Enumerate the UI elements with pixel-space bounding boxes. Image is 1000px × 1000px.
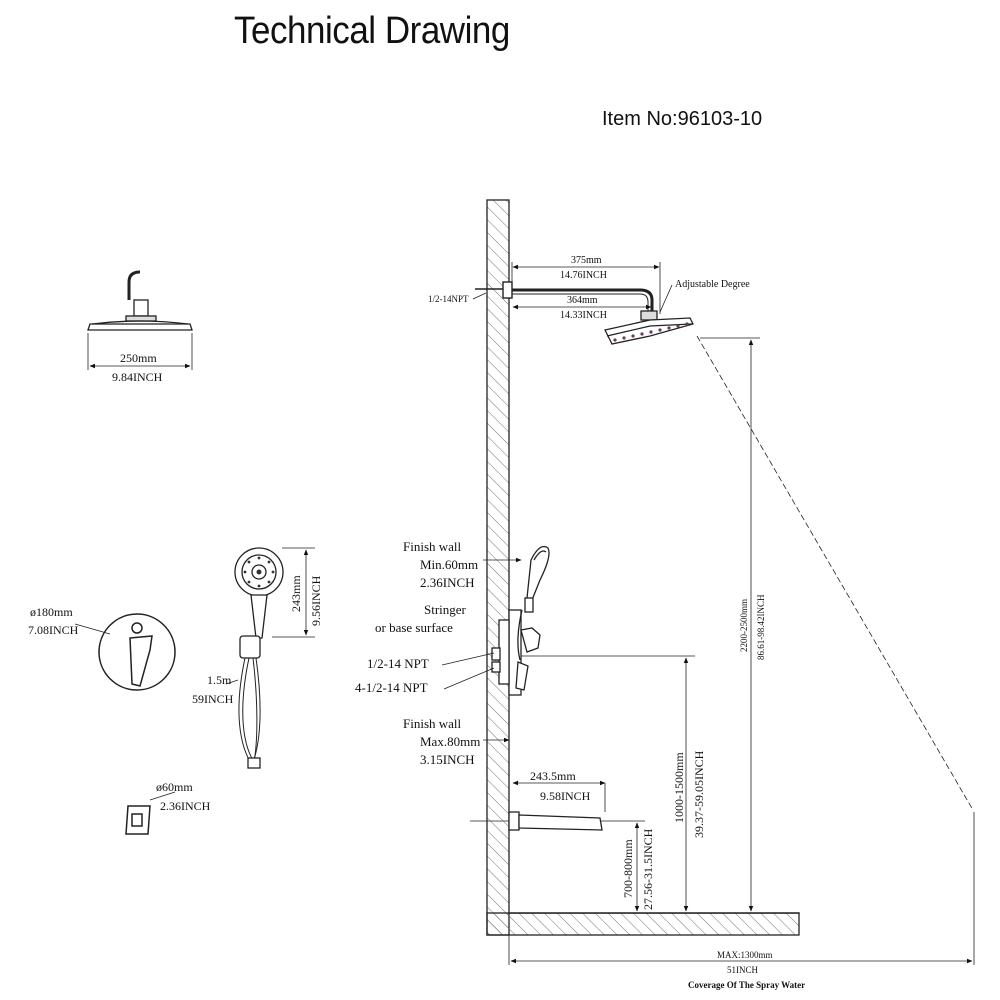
finish-wall-min-label: Finish wall [403, 539, 462, 554]
arm-length-inch: 14.33INCH [560, 310, 607, 321]
outlet-detail [125, 805, 151, 835]
tub-spout-section [470, 811, 603, 831]
valve-height-inch: 39.37-59.05INCH [692, 750, 706, 838]
finish-wall-min-mm: Min.60mm [420, 557, 478, 572]
shower-head-detail [87, 270, 193, 370]
head-height-mm: 2200-2500mm [739, 599, 749, 652]
shower-arm [475, 281, 654, 312]
hose-length-m: 1.5m [207, 673, 232, 687]
hand-shower-detail [234, 547, 284, 769]
spout-height-inch: 27.56-31.5INCH [641, 828, 655, 910]
spout-length-mm: 243.5mm [530, 769, 576, 783]
outlet-inch: 2.36INCH [160, 799, 211, 813]
spout-length-inch: 9.58INCH [540, 789, 591, 803]
arm-length-mm: 364mm [567, 295, 598, 306]
page-title: Technical Drawing [234, 10, 510, 52]
coverage-inch: 51INCH [727, 965, 758, 975]
head-height-inch: 86.61-98.42INCH [756, 594, 766, 660]
shower-head-mm: 250mm [120, 351, 157, 365]
valve-ports-label: 4-1/2-14 NPT [355, 680, 428, 695]
hand-shower-inch: 9.56INCH [309, 575, 323, 626]
hand-shower-installed [517, 545, 550, 661]
valve-height-mm: 1000-1500mm [672, 752, 686, 823]
stringer-label: Stringer [424, 602, 467, 617]
arm-overall-mm: 375mm [571, 255, 602, 266]
stringer-sub-label: or base surface [375, 620, 453, 635]
valve-trim-detail [98, 613, 176, 691]
spout-height-mm: 700-800mm [621, 839, 635, 898]
adjustable-degree-label: Adjustable Degree [675, 279, 750, 290]
valve-body-section [491, 609, 541, 696]
finish-wall-max-label: Finish wall [403, 716, 462, 731]
outlet-mm: ø60mm [156, 780, 193, 794]
finish-wall-max-inch: 3.15INCH [420, 752, 475, 767]
finish-wall-max-mm: Max.80mm [420, 734, 480, 749]
arm-thread-label: 1/2-14NPT [428, 294, 469, 304]
valve-trim-inch: 7.08INCH [28, 623, 79, 637]
coverage-label: Coverage Of The Spray Water [688, 980, 805, 990]
hose-length-inch: 59INCH [192, 692, 234, 706]
arm-overall-inch: 14.76INCH [560, 270, 607, 281]
shower-head-inch: 9.84INCH [112, 370, 163, 384]
coverage-mm: MAX:1300mm [717, 950, 773, 960]
valve-thread-label: 1/2-14 NPT [367, 656, 429, 671]
rain-shower-head [604, 310, 694, 345]
wall-section [486, 199, 800, 936]
finish-wall-min-inch: 2.36INCH [420, 575, 475, 590]
hand-shower-mm: 243mm [289, 575, 303, 612]
valve-trim-mm: ø180mm [30, 605, 73, 619]
item-number: Item No:96103-10 [602, 108, 763, 130]
